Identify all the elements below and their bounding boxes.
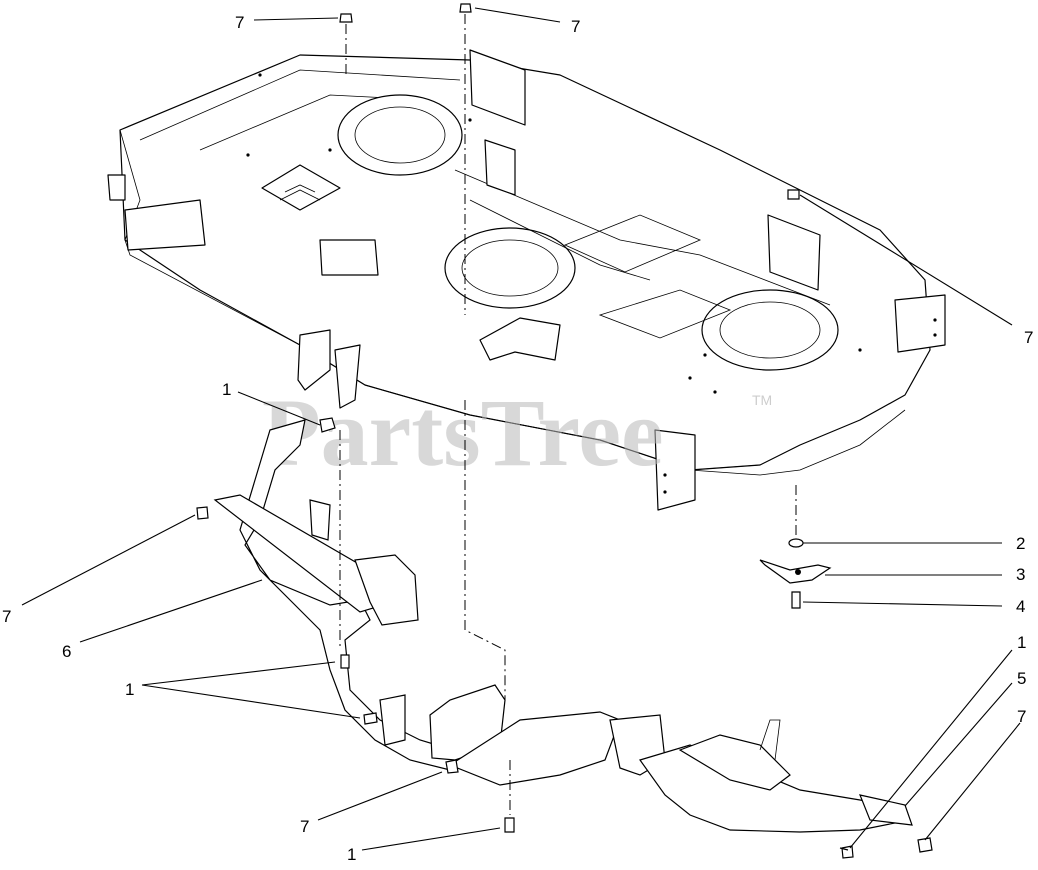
spindle-center xyxy=(444,227,576,309)
callout-4: 4 xyxy=(1016,597,1025,616)
leader-lines xyxy=(21,7,1021,851)
callout-1-bottom: 1 xyxy=(347,845,356,864)
callout-1-right: 1 xyxy=(1017,633,1026,652)
deck-arrow-label xyxy=(261,164,341,211)
watermark-text: PartsTree xyxy=(262,379,664,486)
callout-7-lower-right: 7 xyxy=(1017,707,1026,726)
callout-6: 6 xyxy=(62,642,71,661)
callout-numbers: 7 7 7 1 2 3 4 7 6 1 1 5 7 7 1 xyxy=(2,13,1033,864)
callout-7-left: 7 xyxy=(2,607,11,626)
callout-7-top-left: 7 xyxy=(235,13,244,32)
callout-5: 5 xyxy=(1017,669,1026,688)
blade-hardware xyxy=(759,538,832,609)
callout-7-top-center: 7 xyxy=(571,17,580,36)
baffle-assembly xyxy=(213,419,913,833)
washer-2 xyxy=(788,538,804,548)
mower-deck xyxy=(107,49,946,511)
assembly-lines xyxy=(339,14,797,815)
callout-7-right: 7 xyxy=(1024,328,1033,347)
callout-1-upper-left: 1 xyxy=(222,380,231,399)
bolt-4 xyxy=(791,591,801,609)
callout-1-left-double: 1 xyxy=(125,680,134,699)
blade-3 xyxy=(759,559,832,584)
callout-3: 3 xyxy=(1016,565,1025,584)
spindle-left xyxy=(337,94,463,176)
fasteners xyxy=(196,3,933,859)
spindle-right xyxy=(701,289,839,371)
watermark-tm: TM xyxy=(752,392,772,408)
callout-2: 2 xyxy=(1016,534,1025,553)
callout-7-bottom-center: 7 xyxy=(300,817,309,836)
